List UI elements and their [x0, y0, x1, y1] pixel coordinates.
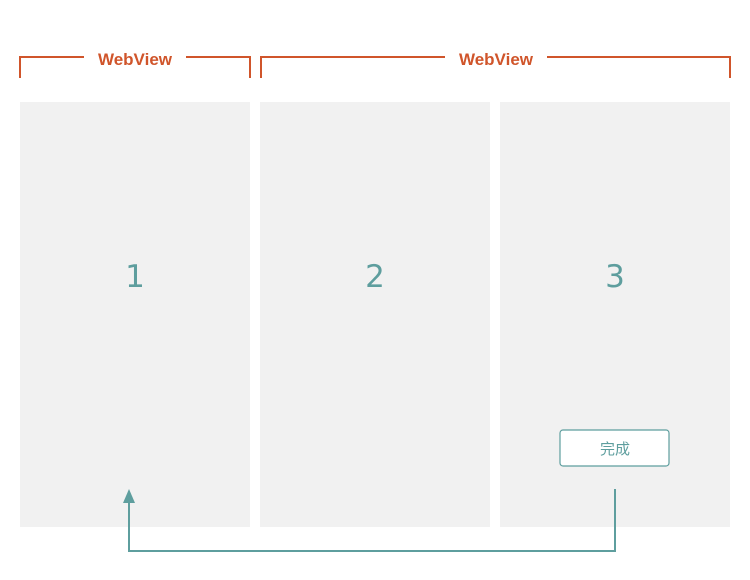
bracket-1-label: WebView	[98, 50, 173, 69]
return-flow-arrow	[123, 489, 616, 552]
bracket-2-line-left	[260, 56, 445, 78]
done-button-label[interactable]: 完成	[600, 440, 630, 458]
screen-3: 3 完成	[500, 102, 730, 527]
return-flow-line	[128, 489, 616, 552]
screen-2: 2	[260, 102, 490, 527]
screen-3-number: 3	[605, 259, 625, 295]
screen-1: 1	[20, 102, 250, 527]
done-button-frame[interactable]	[559, 429, 670, 467]
webview-bracket-2: WebView	[260, 50, 731, 78]
bracket-2-line-right	[547, 56, 731, 78]
screen-2-number: 2	[365, 259, 385, 295]
bracket-1-line-left	[19, 56, 84, 78]
webview-bracket-1: WebView	[19, 50, 251, 78]
return-flow-arrowhead	[123, 489, 135, 503]
screen-2-panel	[260, 102, 490, 527]
screen-1-panel	[20, 102, 250, 527]
bracket-1-line-right	[186, 56, 251, 78]
done-button[interactable]: 完成	[559, 429, 670, 467]
screen-1-number: 1	[125, 259, 145, 295]
bracket-2-label: WebView	[459, 50, 534, 69]
